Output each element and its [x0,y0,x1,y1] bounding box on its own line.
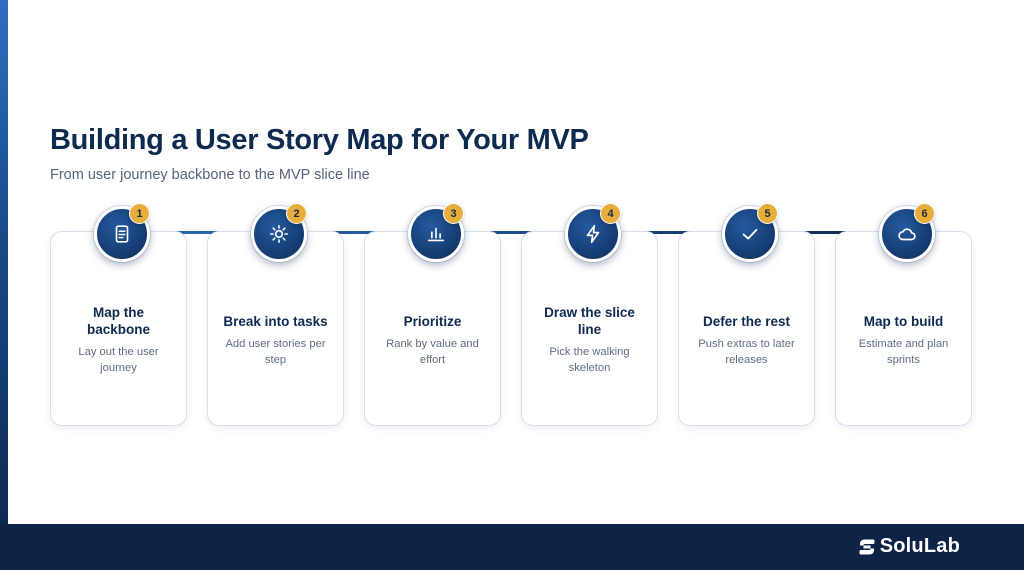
step-title-line: Break into tasks [223,314,328,329]
step-description: Rank by value and effort [375,336,490,368]
lightning-icon [586,224,600,244]
step-card-4: Draw the slice line Pick the walking ske… [521,231,658,426]
step-description: Push extras to later releases [689,336,804,368]
step-card-2: Break into tasks Add user stories per st… [207,231,344,426]
step-description-line: Rank by value and [386,338,479,350]
step-title: Map to build [844,313,963,330]
step-description-line: Add user stories per [225,338,326,350]
step-description: Lay out the user journey [61,344,176,376]
document-icon [115,225,129,243]
cloud-icon [898,228,916,241]
step-description-line: skeleton [568,362,611,374]
step-number-badge: 2 [286,203,307,224]
step-title: Prioritize [373,313,492,330]
step-description-line: effort [419,354,446,366]
timeline-connector [120,231,904,234]
step-title: Map the backbone [59,304,178,338]
step-title-line: Map to build [863,314,944,329]
step-description-line: releases [725,354,768,366]
step-title-line: Draw the slice [544,305,635,320]
step-card-1: Map the backbone Lay out the user journe… [50,231,187,426]
step-number-badge: 6 [914,203,935,224]
page-title: Building a User Story Map for Your MVP [50,124,589,156]
step-number-badge: 4 [600,203,621,224]
solulab-logo-icon [859,539,875,554]
step-title-line: backbone [86,322,151,337]
step-card-3: Prioritize Rank by value and effort [364,231,501,426]
step-title: Defer the rest [687,313,806,330]
bar-chart-icon [427,227,445,242]
step-title: Draw the slice line [530,304,649,338]
step-title-line: Prioritize [403,314,462,329]
step-description-line: journey [100,362,137,374]
step-description: Estimate and plan sprints [846,336,961,368]
step-title-line: Defer the rest [702,314,791,329]
footer-bar: SoluLab [0,524,1024,570]
step-number-badge: 3 [443,203,464,224]
step-number-badge: 1 [129,203,150,224]
step-number-badge: 5 [757,203,778,224]
step-description-line: step [264,354,287,366]
step-title-line: Map the [92,305,144,320]
step-description: Pick the walking skeleton [532,344,647,376]
step-description-line: Push extras to later [698,338,795,350]
step-description-line: Lay out the user [78,346,159,358]
left-accent-bar [0,0,8,524]
page-subtitle: From user journey backbone to the MVP sl… [50,167,370,183]
checkmark-icon [742,228,758,240]
step-card-5: Defer the rest Push extras to later rele… [678,231,815,426]
brand-logo: SoluLab [857,535,960,558]
step-description-line: sprints [887,354,920,366]
brand-logo-text: SoluLab [879,535,960,557]
step-title: Break into tasks [216,313,335,330]
step-description-line: Pick the walking [549,346,630,358]
step-icon-circle-5 [722,206,778,262]
step-title-line: line [577,322,602,337]
sun-icon [269,224,289,244]
step-description-line: Estimate and plan [858,338,949,350]
step-description: Add user stories per step [218,336,333,368]
